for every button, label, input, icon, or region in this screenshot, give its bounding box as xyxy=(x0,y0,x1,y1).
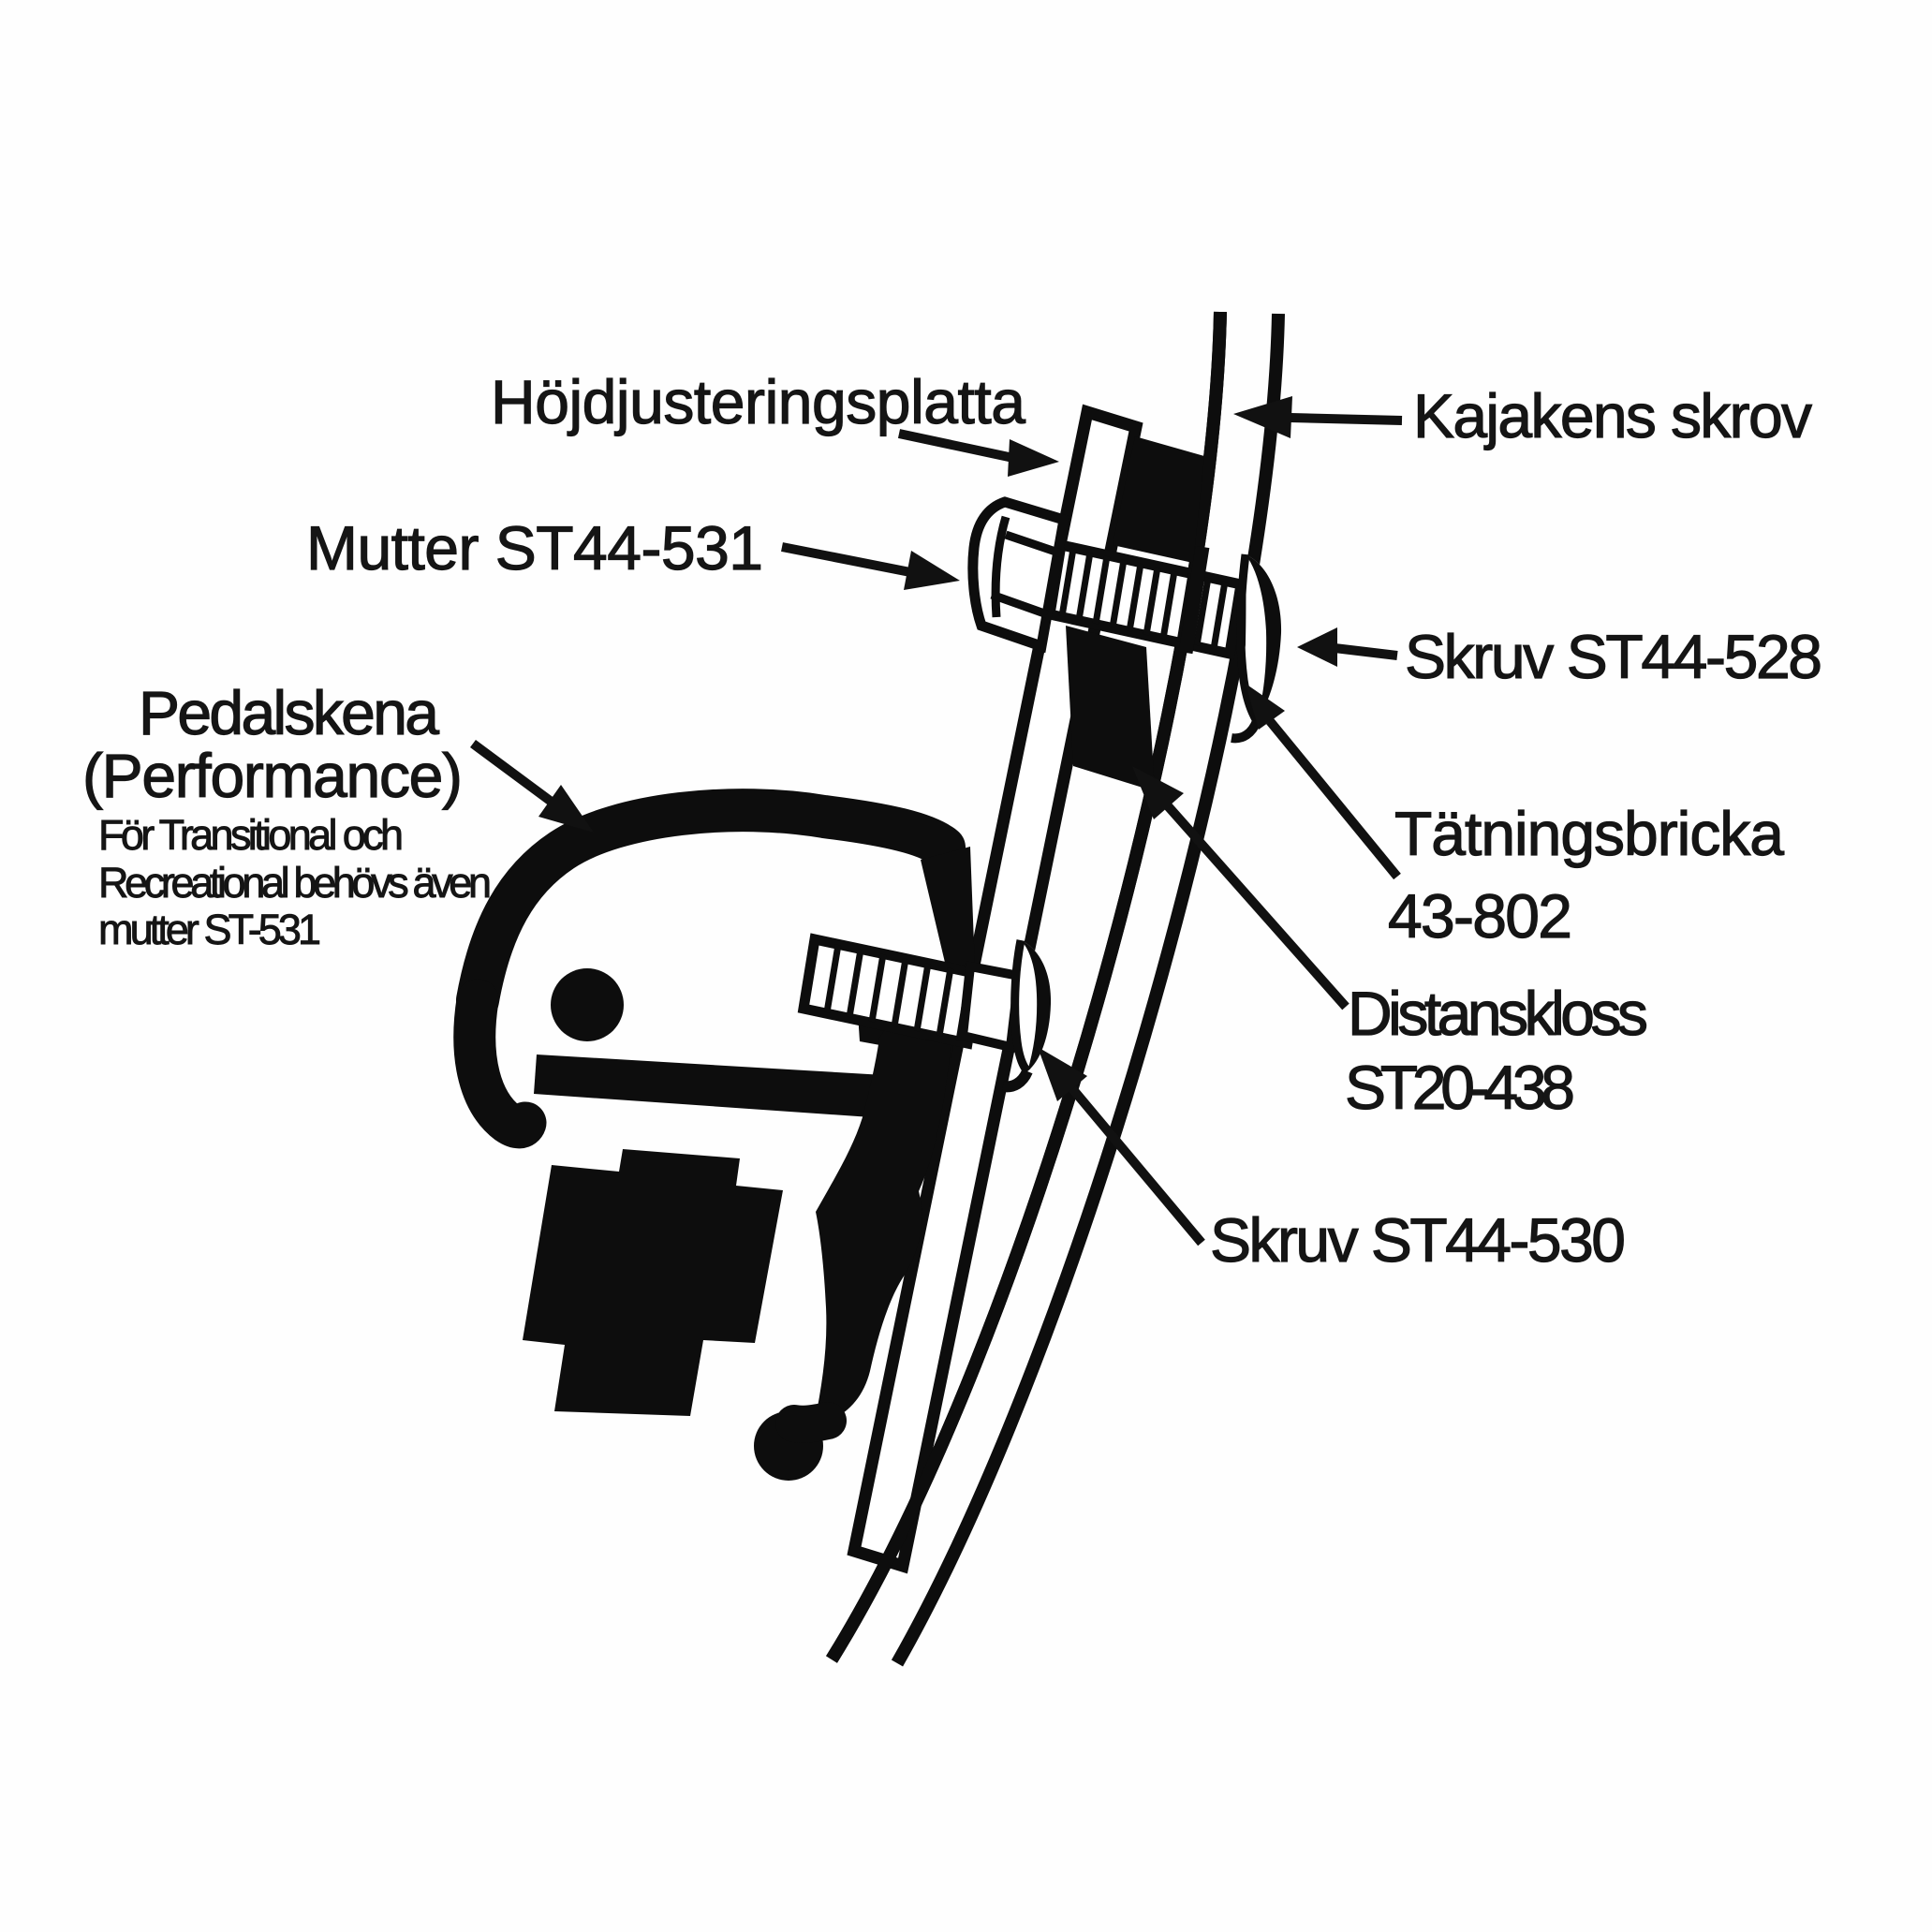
svg-text:mutter ST-531: mutter ST-531 xyxy=(98,906,321,953)
svg-text:Distanskloss: Distanskloss xyxy=(1348,979,1648,1048)
svg-text:Pedalskena: Pedalskena xyxy=(139,678,439,747)
svg-text:ST20-438: ST20-438 xyxy=(1345,1053,1575,1122)
svg-text:(Performance): (Performance) xyxy=(82,741,463,810)
svg-text:Mutter ST44-531: Mutter ST44-531 xyxy=(306,513,763,583)
svg-text:43-802: 43-802 xyxy=(1388,881,1572,951)
svg-text:Kajakens skrov: Kajakens skrov xyxy=(1413,381,1812,450)
svg-text:Recreational behövs även: Recreational behövs även xyxy=(98,859,492,907)
svg-text:Skruv ST44-530: Skruv ST44-530 xyxy=(1210,1205,1626,1275)
svg-text:Höjdjusteringsplatta: Höjdjusteringsplatta xyxy=(491,367,1025,436)
svg-text:Tätningsbricka: Tätningsbricka xyxy=(1394,799,1784,868)
svg-text:Skruv ST44-528: Skruv ST44-528 xyxy=(1405,622,1822,691)
svg-text:För Transitional och: För Transitional och xyxy=(98,811,404,859)
